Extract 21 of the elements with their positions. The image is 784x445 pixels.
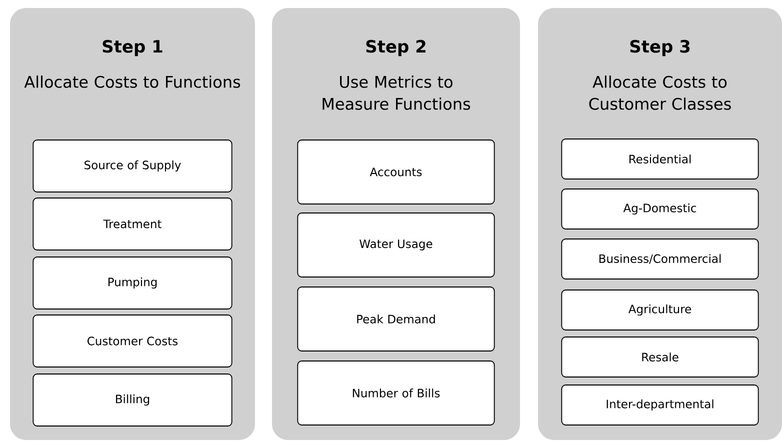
function-box: Number of Bills [297,360,495,426]
function-box: Peak Demand [297,286,495,352]
function-box: Pumping [32,256,232,310]
function-box: Billing [32,374,232,426]
function-box: Inter-departmental [561,384,759,426]
step-description: Use Metrics to Measure Functions [322,76,470,110]
function-box: Agriculture [561,290,759,330]
function-box: Ag-Domestic [561,188,759,230]
step-heading: Step 1 [102,40,162,56]
function-box: Business/Commercial [561,238,759,280]
function-box: Customer Costs [32,314,232,368]
step-description: Allocate Costs to Customer Classes [589,76,731,110]
step-heading: Step 3 [630,40,690,56]
step-heading: Step 2 [366,40,426,56]
function-box: Treatment [32,198,232,250]
function-box: Water Usage [297,212,495,278]
function-box: Residential [561,138,759,180]
step-description: Allocate Costs to Functions [24,76,240,88]
function-box: Accounts [297,140,495,204]
function-box: Resale [561,336,759,378]
function-box: Source of Supply [32,140,232,192]
